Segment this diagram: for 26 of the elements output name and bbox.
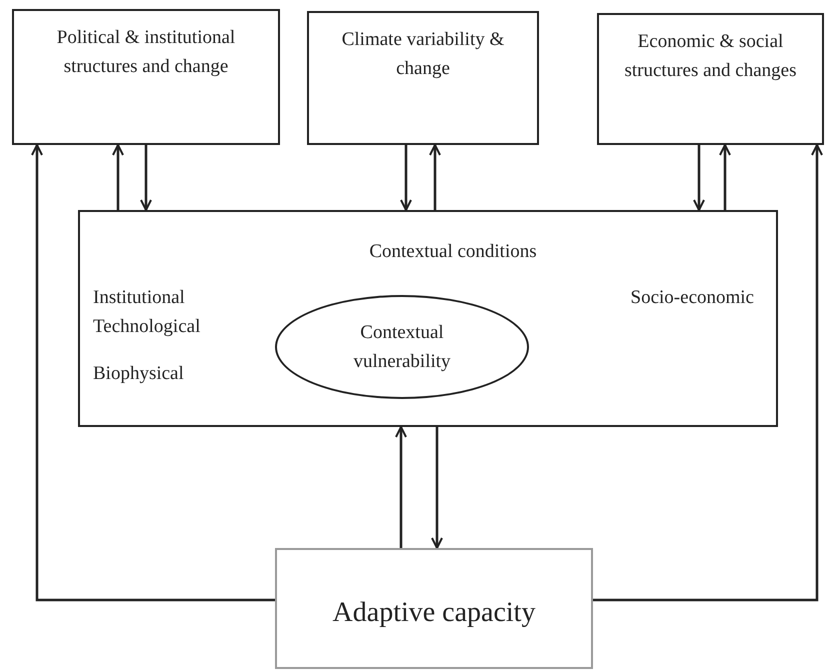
process-box: [12, 9, 280, 145]
box-label: Political & institutional structures and change: [56, 26, 236, 79]
arrow: [719, 144, 731, 210]
process-box: [307, 11, 539, 145]
arrow: [431, 427, 443, 549]
box-label: Adaptive capacity: [332, 596, 536, 630]
box-label: Climate variability & change: [340, 28, 506, 81]
condition-label: Biophysical: [93, 362, 184, 386]
arrow: [429, 144, 441, 210]
arrow: [593, 144, 823, 602]
arrow: [693, 145, 705, 211]
process-box: [275, 548, 593, 669]
arrow: [112, 144, 124, 210]
arrow: [400, 145, 412, 211]
box-heading: Contextual conditions: [368, 240, 538, 264]
arrow: [395, 426, 407, 548]
condition-label: Technological: [93, 315, 200, 339]
condition-label: Institutional: [93, 286, 185, 310]
process-box: [597, 13, 824, 145]
box-label: Economic & social structures and changes: [624, 30, 798, 83]
arrow: [140, 145, 152, 211]
condition-label: Socio-economic: [630, 286, 754, 310]
vulnerability-ellipse: [275, 295, 529, 399]
context-box: [78, 210, 778, 427]
arrow: [31, 144, 275, 602]
ellipse-label: Contextual vulnerability: [352, 321, 452, 374]
